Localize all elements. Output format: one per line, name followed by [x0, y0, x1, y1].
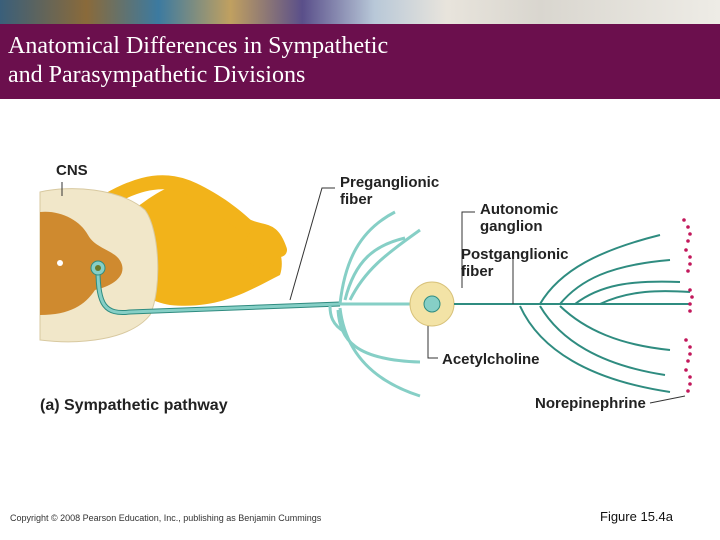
label-norepinephrine: Norepinephrine: [535, 395, 646, 412]
label-postganglionic-line-2: fiber: [461, 263, 494, 280]
label-autonomic-line-2: ganglion: [480, 218, 543, 235]
norepinephrine-terminals: [682, 218, 694, 393]
preganglionic-fiber: [95, 210, 421, 398]
diagram-caption: (a) Sympathetic pathway: [40, 397, 228, 414]
title-line-2: and Parasympathetic Divisions: [8, 62, 306, 88]
decorative-banner: [0, 0, 720, 24]
title-line-1: Anatomical Differences in Sympathetic: [8, 33, 389, 59]
label-cns: CNS: [56, 162, 88, 179]
autonomic-ganglion: [409, 281, 455, 327]
label-autonomic-line-1: Autonomic: [480, 201, 559, 218]
label-acetylcholine: Acetylcholine: [442, 351, 540, 368]
label-postganglionic-line-1: Postganglionic: [461, 246, 569, 263]
sympathetic-pathway-diagram: CNS Preganglionic fiber Autonomic gangli…: [0, 100, 720, 500]
figure-label: Figure 15.4a: [600, 509, 673, 524]
leader-lines: [61, 182, 686, 404]
label-preganglionic-line-2: fiber: [340, 191, 373, 208]
copyright-notice: Copyright © 2008 Pearson Education, Inc.…: [10, 513, 322, 523]
diagram-illustration: [39, 175, 694, 404]
slide-title: Anatomical Differences in Sympathetic an…: [8, 32, 708, 90]
label-preganglionic-line-1: Preganglionic: [340, 174, 440, 191]
postganglionic-fibers: [454, 234, 691, 393]
preganglionic-neuron: [90, 260, 106, 276]
title-bar: Anatomical Differences in Sympathetic an…: [0, 24, 720, 99]
